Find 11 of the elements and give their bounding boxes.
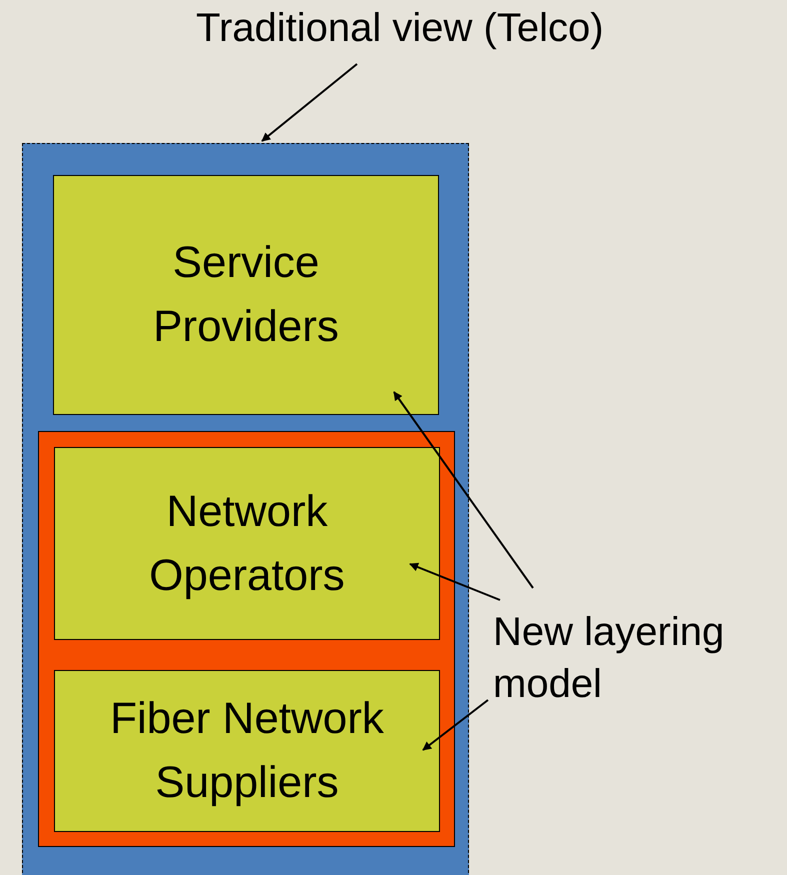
layer-group	[38, 431, 455, 847]
arrow	[393, 391, 534, 589]
arrow	[261, 63, 358, 142]
layer-box: Service Providers	[53, 175, 439, 415]
arrow	[409, 562, 500, 601]
layer-box: Network Operators	[54, 447, 440, 640]
layer-frame	[22, 143, 469, 875]
arrow	[422, 699, 489, 751]
annotation-text: New layering model	[493, 606, 778, 710]
title-text: Traditional view (Telco)	[196, 2, 696, 54]
layer-box: Fiber Network Suppliers	[54, 670, 440, 832]
